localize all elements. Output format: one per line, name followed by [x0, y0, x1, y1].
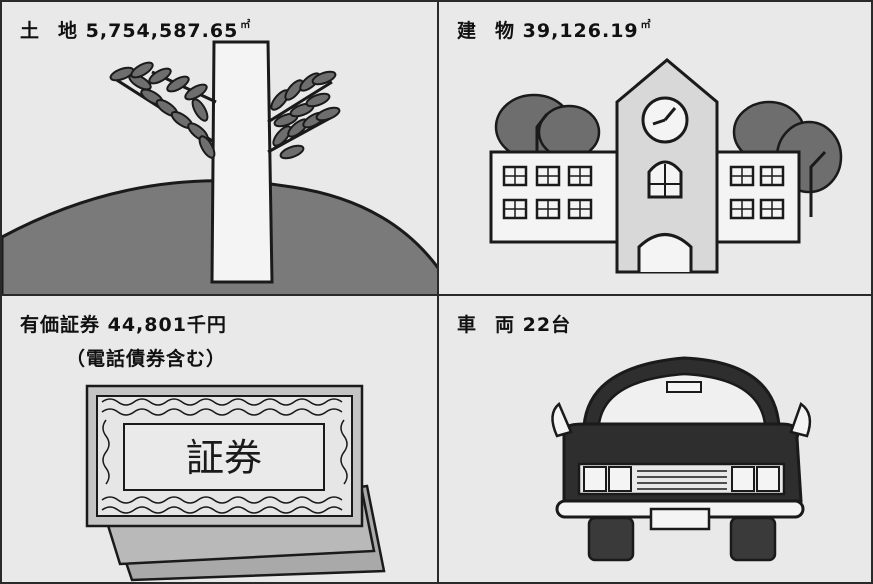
building-label-char1: 建	[457, 20, 478, 42]
securities-label: 有価証券 44,801千円	[20, 314, 227, 336]
land-label-char2: 地	[58, 20, 79, 42]
vehicles-panel: 車両 22台	[437, 294, 873, 584]
land-unit: ㎡	[240, 20, 252, 31]
securities-panel: 有価証券 44,801千円 （電話債券含む） 証券	[0, 294, 439, 584]
vehicles-label-char1: 車	[457, 314, 478, 336]
building-unit: ㎡	[640, 20, 652, 31]
building-value: 39,126.19	[522, 20, 639, 42]
building-label-char2: 物	[495, 20, 516, 42]
securities-certificate-illustration: 証券	[85, 384, 386, 582]
school-building-illustration	[489, 58, 843, 274]
vehicles-label-char2: 両	[495, 314, 516, 336]
land-label-char1: 土	[20, 20, 41, 42]
vehicles-value: 22台	[522, 314, 572, 336]
vehicles-label: 車両 22台	[457, 310, 571, 337]
land-value: 5,754,587.65	[85, 20, 239, 42]
car-front-illustration	[551, 356, 812, 562]
securities-card-text: 証券	[186, 436, 262, 480]
securities-note: （電話債券含む）	[66, 348, 227, 370]
tree-on-hill-illustration	[2, 40, 437, 294]
